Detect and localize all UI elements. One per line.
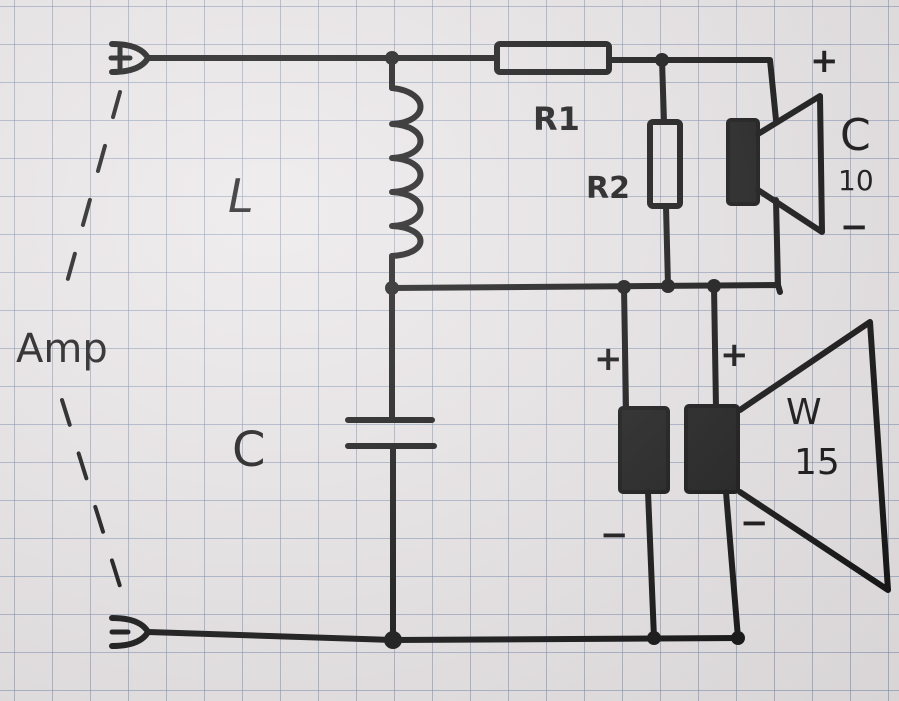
r2-label: R2 [586, 171, 630, 206]
woofer-magnet-right [684, 404, 740, 494]
wire-woofer1-top [621, 284, 629, 411]
inductor-label: L [228, 169, 254, 223]
amp-negative-terminal [109, 615, 151, 649]
wire-r1-right [606, 57, 779, 123]
amp-label: Amp [16, 326, 108, 372]
wire-woofer2-bottom [723, 489, 741, 641]
capacitor-label: C [232, 422, 266, 478]
woofer-minus-label-1: − [600, 515, 629, 555]
resistor-r1 [494, 41, 612, 75]
woofer-magnet-left [618, 406, 670, 494]
tweeter-cone [755, 93, 825, 235]
capacitor-c [345, 417, 437, 449]
inductor-l [389, 85, 424, 259]
tweeter-magnet [726, 118, 760, 206]
r1-label: R1 [533, 100, 580, 138]
wire-woofer1-bottom [645, 489, 657, 641]
woofer-plus-label-1: + [594, 339, 623, 379]
tweeter-minus-label: − [840, 207, 869, 247]
wire-woofer2-top [711, 283, 719, 411]
tweeter-plus-label: + [810, 41, 839, 81]
woofer-cone [737, 319, 891, 593]
tweeter-name-label: C [840, 110, 871, 161]
wire-r2-top [659, 57, 667, 125]
resistor-r2 [647, 119, 683, 209]
woofer-plus-label-2: + [720, 335, 749, 375]
amp-link-dashed-lower [60, 398, 130, 614]
woofer-minus-label-2: − [740, 503, 769, 543]
woofer-size-label: 15 [794, 442, 840, 483]
wire-tweeter-bottom [773, 197, 781, 288]
amp-link-dashed-upper [60, 90, 122, 302]
tweeter-size-label: 10 [838, 164, 874, 197]
wire-r2-bottom [663, 203, 671, 289]
junction-bottom-left [384, 631, 402, 649]
middle-wire [389, 282, 783, 295]
woofer-name-label: W [786, 392, 822, 433]
amp-positive-terminal [108, 41, 151, 75]
